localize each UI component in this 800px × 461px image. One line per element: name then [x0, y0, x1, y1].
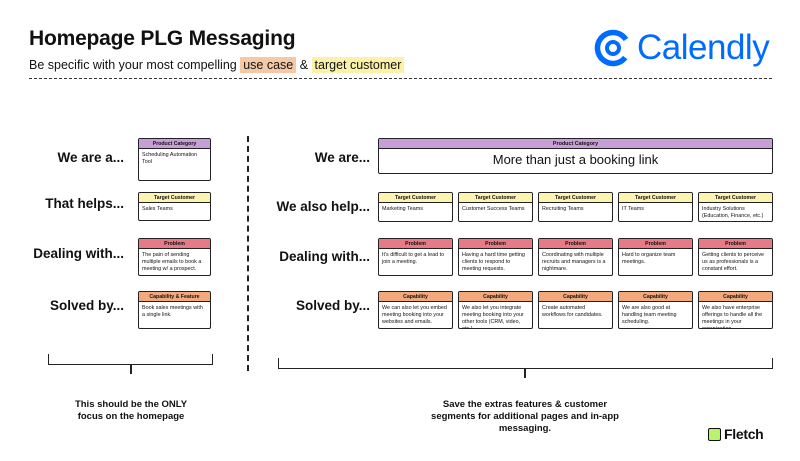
- left-card-target-customer: Target Customer Sales Teams: [138, 192, 211, 221]
- card-body: Customer Success Teams: [462, 206, 525, 212]
- right-card-problem-5: Problem Getting clients to perceive us a…: [698, 238, 773, 276]
- card-header: Problem: [459, 239, 532, 249]
- calendly-logo: Calendly: [594, 28, 770, 68]
- card-header: Target Customer: [379, 193, 452, 203]
- section-divider: [247, 136, 249, 371]
- card-body: Create automated workflows for candidate…: [542, 305, 603, 318]
- card-body: Having a hard time getting clients to re…: [462, 252, 525, 272]
- card-header: Capability: [539, 292, 612, 302]
- card-body: Marketing Teams: [382, 206, 423, 212]
- left-label-solved-by: Solved by...: [49, 298, 124, 313]
- left-label-that-helps: That helps...: [45, 196, 124, 211]
- card-header: Problem: [699, 239, 772, 249]
- page-title: Homepage PLG Messaging: [29, 27, 296, 50]
- card-header: Problem: [619, 239, 692, 249]
- subtitle-prefix: Be specific with your most compelling: [29, 58, 241, 72]
- card-header: Capability: [379, 292, 452, 302]
- right-card-problem-3: Problem Coordinating with multiple recru…: [538, 238, 613, 276]
- card-header: Capability: [459, 292, 532, 302]
- right-card-capability-4: Capability We are also good at handling …: [618, 291, 693, 329]
- card-header: Capability: [619, 292, 692, 302]
- card-body: Scheduling Automation Tool: [142, 152, 198, 165]
- card-header: Capability: [699, 292, 772, 302]
- right-label-we-are: We are...: [314, 150, 370, 165]
- card-header: Problem: [539, 239, 612, 249]
- left-bracket-tick: [130, 364, 132, 374]
- card-header: Capability & Feature: [139, 292, 210, 302]
- right-label-solved-by: Solved by...: [295, 298, 370, 313]
- card-body: Book sales meetings with a single link.: [142, 305, 203, 318]
- card-body: IT Teams: [622, 206, 644, 212]
- card-header: Target Customer: [459, 193, 532, 203]
- right-bracket: [278, 358, 773, 369]
- card-body: Hard to organize team meetings.: [622, 252, 676, 265]
- left-card-problem: Problem The pain of sending multiple ema…: [138, 238, 211, 276]
- card-body: It's difficult to get a lead to join a m…: [382, 252, 445, 265]
- card-body: Getting clients to perceive us as profes…: [702, 252, 765, 272]
- right-label-we-also-help: We also help...: [276, 199, 370, 214]
- right-note: Save the extras features & customer segm…: [431, 399, 619, 434]
- calendly-c-icon: [594, 29, 632, 67]
- card-header: Target Customer: [619, 193, 692, 203]
- card-header: Target Customer: [699, 193, 772, 203]
- card-body: We also have enterprise offerings to han…: [702, 305, 763, 329]
- card-body: We also let you integrate meeting bookin…: [462, 305, 524, 329]
- subtitle-amp: &: [296, 58, 312, 72]
- right-card-capability-1: Capability We can also let you embed mee…: [378, 291, 453, 329]
- left-card-product-category: Product Category Scheduling Automation T…: [138, 138, 211, 181]
- left-card-capability: Capability & Feature Book sales meetings…: [138, 291, 211, 329]
- card-body: Sales Teams: [142, 206, 173, 212]
- card-body: Industry Solutions (Education, Finance, …: [702, 206, 764, 219]
- right-card-target-3: Target Customer Recruiting Teams: [538, 192, 613, 222]
- subtitle-use-case: use case: [240, 57, 297, 73]
- right-card-target-1: Target Customer Marketing Teams: [378, 192, 453, 222]
- left-note: This should be the ONLY focus on the hom…: [74, 399, 188, 422]
- right-card-problem-2: Problem Having a hard time getting clien…: [458, 238, 533, 276]
- right-card-target-5: Target Customer Industry Solutions (Educ…: [698, 192, 773, 222]
- fletch-logo: Fletch: [708, 426, 764, 442]
- card-header: Problem: [379, 239, 452, 249]
- page-subtitle: Be specific with your most compelling us…: [29, 57, 405, 73]
- card-header: Product Category: [139, 139, 210, 149]
- right-card-capability-5: Capability We also have enterprise offer…: [698, 291, 773, 329]
- right-card-capability-3: Capability Create automated workflows fo…: [538, 291, 613, 329]
- left-label-dealing-with: Dealing with...: [33, 246, 124, 261]
- left-label-we-are: We are a...: [57, 150, 124, 165]
- card-header: Product Category: [379, 139, 772, 149]
- card-header: Problem: [139, 239, 210, 249]
- right-card-target-2: Target Customer Customer Success Teams: [458, 192, 533, 222]
- card-header: Target Customer: [539, 193, 612, 203]
- card-body: Coordinating with multiple recruits and …: [542, 252, 606, 272]
- card-body: We can also let you embed meeting bookin…: [382, 305, 447, 325]
- calendly-wordmark: Calendly: [637, 28, 770, 67]
- right-card-capability-2: Capability We also let you integrate mee…: [458, 291, 533, 329]
- fletch-wordmark: Fletch: [724, 426, 764, 442]
- right-card-problem-4: Problem Hard to organize team meetings.: [618, 238, 693, 276]
- right-bracket-tick: [524, 368, 526, 378]
- right-card-target-4: Target Customer IT Teams: [618, 192, 693, 222]
- subtitle-target-customer: target customer: [311, 57, 405, 73]
- card-body: Recruiting Teams: [542, 206, 584, 212]
- right-card-product-category: Product Category More than just a bookin…: [378, 138, 773, 174]
- right-card-problem-1: Problem It's difficult to get a lead to …: [378, 238, 453, 276]
- card-header: Target Customer: [139, 193, 210, 203]
- header-divider: [29, 78, 772, 79]
- card-body: More than just a booking link: [492, 152, 659, 167]
- fletch-square-icon: [708, 427, 721, 441]
- card-body: The pain of sending multiple emails to b…: [142, 252, 202, 272]
- right-label-dealing-with: Dealing with...: [279, 249, 370, 264]
- card-body: We are also good at handling team meetin…: [622, 305, 677, 325]
